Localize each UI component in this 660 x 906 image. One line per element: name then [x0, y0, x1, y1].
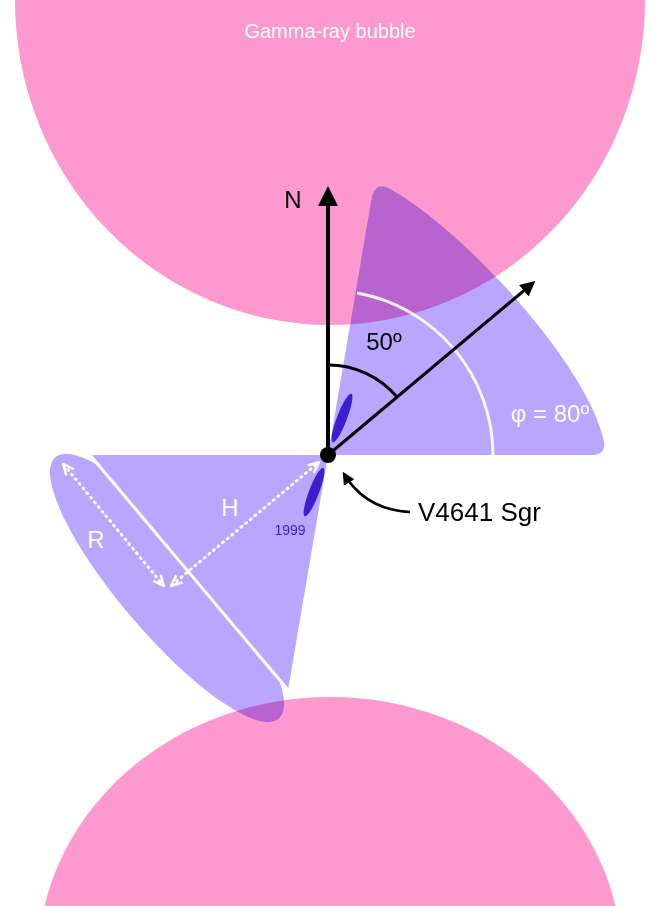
source-dot [320, 447, 336, 463]
precession-cone [20, 427, 328, 748]
angle-label: φ = 80º [511, 400, 589, 428]
source-label: V4641 Sgr [418, 498, 541, 528]
dimension-line [64, 465, 163, 585]
jet-axis-arrow [328, 283, 533, 455]
angle-label: 50º [366, 328, 401, 356]
north-arrow [326, 190, 330, 455]
north-label: N [284, 186, 301, 214]
cone-base-line [90, 455, 288, 690]
region-label: Gamma-ray bubble [244, 20, 415, 43]
angle-arc [328, 365, 397, 397]
precession-cone [328, 186, 604, 455]
year-label: 1999 [274, 522, 305, 538]
dimension-label: H [221, 494, 238, 522]
dimension-line [172, 463, 318, 585]
gamma-ray-bubble-lower [38, 697, 622, 906]
leader-arrow [344, 474, 410, 512]
dimension-label: R [87, 526, 104, 554]
